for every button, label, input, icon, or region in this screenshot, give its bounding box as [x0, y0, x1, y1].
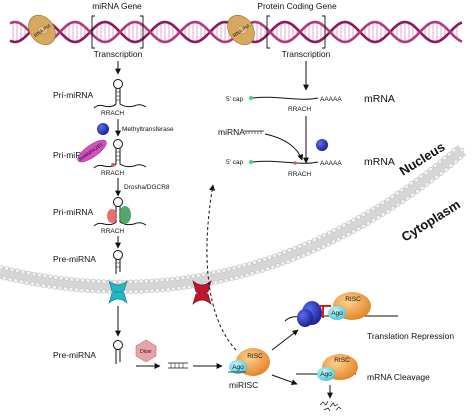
arrow-to-cleavage	[271, 374, 298, 385]
rrach-label-3: RRACH	[101, 228, 124, 235]
mirna-gene-label: miRNA Gene	[92, 1, 142, 11]
ago-label-1: Ago	[232, 364, 244, 371]
translation-repression-label: Translation Repression	[367, 331, 454, 341]
mirna-label: miRNA	[218, 127, 245, 137]
risc-label-1: RISC	[247, 353, 263, 360]
pri-mirna-label-1: Pri-miRNA	[53, 90, 93, 100]
dicer-enzyme: Dicer	[135, 339, 157, 363]
five-prime-cap-2	[248, 159, 254, 165]
rrach-label-5: RRACH	[288, 171, 311, 178]
mature-mirna	[244, 130, 264, 134]
ago-label-2: Ago	[331, 310, 343, 317]
pri-mirna-label-2: Pri-miRNA	[53, 150, 93, 160]
pri-mirna-label-3: Pri-miRNA	[53, 207, 93, 217]
methyltransferase-complex	[97, 123, 109, 135]
pri-mirna-hairpin-3	[93, 197, 147, 227]
cap-label-2: 5' cap	[226, 159, 244, 166]
importin-pore	[192, 280, 212, 305]
mrna-label-1: mRNA	[364, 93, 395, 105]
m6a-mark-2	[293, 161, 297, 165]
mirisc-label: miRISC	[229, 380, 258, 390]
rrach-label-1: RRACH	[101, 110, 124, 117]
transcription-label-right: Transcription	[282, 49, 331, 59]
cytoplasm-label: Cytoplasm	[399, 197, 463, 245]
translation-repression-complex: RISC Ago	[284, 292, 398, 327]
protein-coding-gene-label: Protein Coding Gene	[257, 1, 337, 11]
methyltransferase-complex-2	[316, 139, 328, 151]
five-prime-cap-1	[248, 95, 254, 101]
dgcr8-protein	[119, 206, 131, 224]
drosha-protein	[107, 209, 117, 223]
polya-label-2: AAAAA	[320, 160, 342, 167]
pre-mirna-hairpin-1	[113, 250, 123, 274]
mrna-cleavage-label: mRNA Cleavage	[367, 372, 430, 382]
risc-label-2: RISC	[345, 296, 361, 303]
dicer-label: Dicer	[140, 349, 152, 355]
arrow-mirna-import	[206, 184, 237, 351]
pre-mirna-label-2: Pre-miRNA	[53, 350, 96, 360]
nuclear-membrane	[0, 145, 467, 295]
mirna-duplex	[168, 362, 188, 369]
mirisc-complex: RISC Ago	[228, 348, 270, 376]
risc-label-3: RISC	[334, 357, 350, 364]
arrow-to-repression	[271, 329, 299, 351]
pre-mirna-label-1: Pre-miRNA	[53, 254, 96, 264]
degraded-rna-fragments	[319, 400, 342, 412]
transcription-label-left: Transcription	[94, 49, 143, 59]
rrach-label-2: RRACH	[101, 170, 124, 177]
methyltransferase-label: Methyltransferase	[122, 126, 174, 133]
rna-polymerase-left: RNA Pol	[28, 14, 56, 46]
drosha-dgcr8-label: Drosha/DGCR8	[124, 184, 170, 191]
mrna-cleavage-complex: RISC Ago	[296, 354, 358, 381]
pri-mirna-hairpin-2	[93, 139, 147, 169]
arrow-mirna-to-mrna	[264, 133, 304, 161]
exportin-5-pore	[108, 280, 128, 304]
protein-gene-bracket	[266, 15, 326, 49]
mrna-label-2: mRNA	[364, 156, 395, 168]
rrach-label-4: RRACH	[288, 106, 311, 113]
polya-label-1: AAAAA	[320, 96, 342, 103]
pre-mirna-hairpin-2	[113, 340, 123, 364]
pri-mirna-hairpin-1	[93, 79, 147, 109]
rna-polymerase-right: RNA Pol	[227, 14, 255, 46]
mrna-strand-2	[252, 160, 319, 164]
mrna-strand-1	[252, 96, 319, 100]
cap-label-1: 5' cap	[226, 96, 244, 103]
ago-label-3: Ago	[320, 371, 332, 378]
mirna-gene-bracket	[91, 15, 144, 49]
m6a-mark-1	[111, 163, 115, 167]
